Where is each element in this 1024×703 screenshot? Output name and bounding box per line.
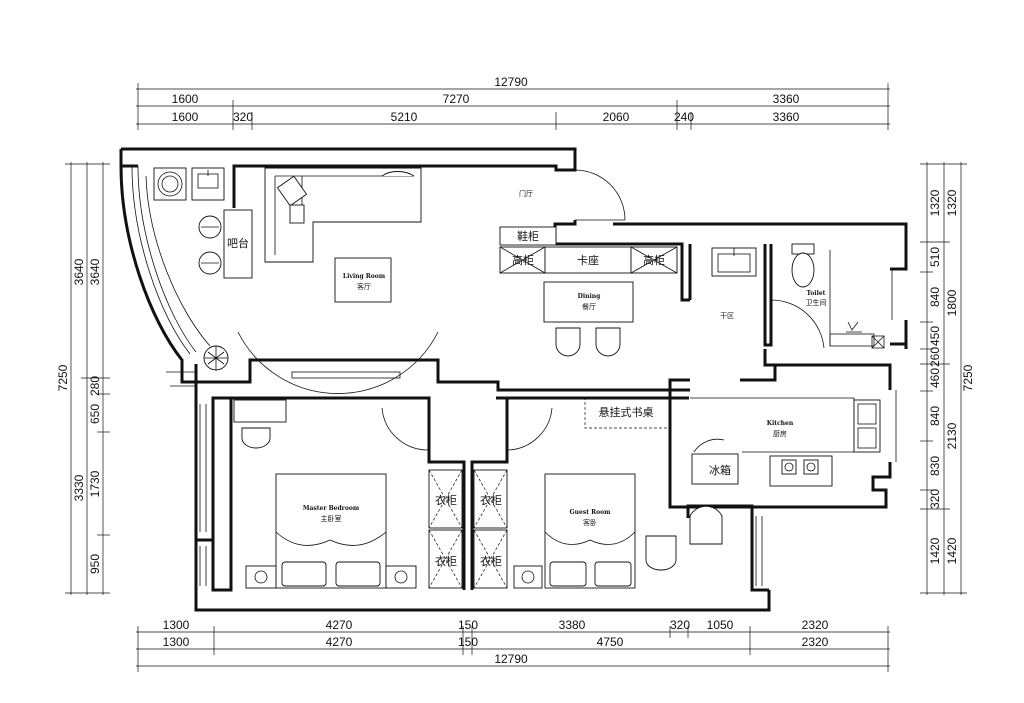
dim-bot-r2-2: 150 [458, 635, 478, 649]
fridge [691, 453, 739, 485]
booth-seat [544, 246, 632, 274]
dim-top-r1-0: 1600 [172, 92, 199, 106]
room-master-en: Master Bedroom [303, 505, 360, 512]
dim-right-r2-0: 1320 [945, 189, 959, 216]
hanging-desk [584, 397, 672, 429]
dim-top-r1-1: 7270 [443, 92, 470, 106]
dining-table [543, 281, 634, 323]
master-desk [233, 399, 287, 423]
dim-right-r1-0: 1320 [928, 189, 942, 216]
room-dining-cn: 餐厅 [582, 302, 596, 311]
dim-top-r2-1: 320 [233, 110, 253, 124]
shoe-cabinet [499, 226, 557, 246]
dim-left-total: 7250 [56, 364, 70, 391]
dim-left-r1-3: 1730 [88, 470, 102, 497]
room-guest-en: Guest Room [570, 509, 612, 516]
room-guest-cn: 客卧 [583, 518, 597, 527]
dim-right-r1-2: 840 [928, 287, 942, 307]
walls [119, 147, 908, 612]
label-tall-cabinet-left: 高柜 [512, 253, 534, 267]
dim-right-r1-8: 320 [928, 489, 942, 509]
room-dry-cn: 干区 [720, 312, 734, 320]
label-wardrobe-4: 衣柜 [480, 554, 502, 568]
dimension-lines [65, 83, 967, 672]
dim-right-r1-1: 510 [928, 247, 942, 267]
balcony-curve [119, 165, 211, 387]
dim-left-r1-2: 650 [88, 404, 102, 424]
toilet [791, 252, 815, 288]
dim-bot-r1-6: 2320 [802, 618, 829, 632]
room-toilet-cn: 卫生间 [806, 298, 827, 307]
dim-right-r1-3: 450 [928, 326, 942, 346]
label-bar: 吧台 [227, 236, 249, 250]
label-fridge: 冰箱 [709, 463, 731, 477]
label-booth: 卡座 [577, 253, 599, 267]
label-shoe-cabinet: 鞋柜 [517, 229, 539, 243]
dim-bot-r1-1: 4270 [326, 618, 353, 632]
dim-bot-r1-5: 1050 [707, 618, 734, 632]
dim-left-r1-4: 950 [88, 554, 102, 574]
dim-top-r2-4: 240 [674, 110, 694, 124]
dim-bot-total: 12790 [494, 652, 528, 666]
dim-bot-r2-4: 2320 [802, 635, 829, 649]
dim-left-sub: 3330 [72, 474, 86, 501]
label-tall-cabinet-right: 高柜 [643, 253, 665, 267]
label-wardrobe-1: 衣柜 [435, 493, 457, 507]
guest-chair [645, 535, 677, 571]
dim-right-r1-9: 1420 [928, 537, 942, 564]
room-living-en: Living Room [343, 273, 386, 280]
dim-bot-r1-4: 320 [670, 618, 690, 632]
room-toilet-en: Toilet [807, 290, 826, 297]
room-entry-cn: 门厅 [519, 189, 533, 198]
dim-left-r1-0: 3640 [72, 258, 86, 285]
room-dining-en: Dining [578, 293, 601, 300]
dim-top-r2-2: 5210 [391, 110, 418, 124]
dim-top-r2-0: 1600 [172, 110, 199, 124]
label-wardrobe-2: 衣柜 [435, 554, 457, 568]
dim-bot-r1-0: 1300 [163, 618, 190, 632]
dim-right-r1-7: 830 [928, 456, 942, 476]
dim-bot-r2-1: 4270 [326, 635, 353, 649]
washer [153, 167, 187, 201]
bar-counter [223, 209, 253, 279]
dim-left-r1-1: 280 [88, 376, 102, 396]
dim-top-r2-5: 3360 [773, 110, 800, 124]
room-kitchen-en: Kitchen [767, 420, 794, 427]
dim-bot-r1-2: 150 [458, 618, 478, 632]
dim-bot-r1-3: 3380 [559, 618, 586, 632]
label-hanging-desk: 悬挂式书桌 [599, 405, 654, 419]
dim-right-total: 7250 [961, 364, 975, 391]
stove [769, 455, 833, 487]
dim-top-total: 12790 [494, 75, 528, 89]
dim-right-r1-4: 260 [928, 347, 942, 367]
room-living-cn: 客厅 [357, 282, 371, 291]
dim-right-r2-2: 2130 [945, 422, 959, 449]
dim-right-r1-6: 840 [928, 406, 942, 426]
dim-bot-r2-0: 1300 [163, 635, 190, 649]
dim-top-r2-3: 2060 [603, 110, 630, 124]
dim-right-r2-3: 1420 [945, 537, 959, 564]
dim-right-r2-1: 1800 [945, 289, 959, 316]
room-kitchen-cn: 厨房 [773, 429, 787, 438]
furniture [153, 167, 897, 589]
dim-left-r2-0: 3640 [88, 258, 102, 285]
dim-top-r1-2: 3360 [773, 92, 800, 106]
label-wardrobe-3: 衣柜 [480, 493, 502, 507]
dim-right-r1-5: 460 [928, 368, 942, 388]
dim-bot-r2-3: 4750 [597, 635, 624, 649]
room-master-cn: 主卧室 [321, 514, 342, 523]
coffee-table [334, 257, 392, 303]
